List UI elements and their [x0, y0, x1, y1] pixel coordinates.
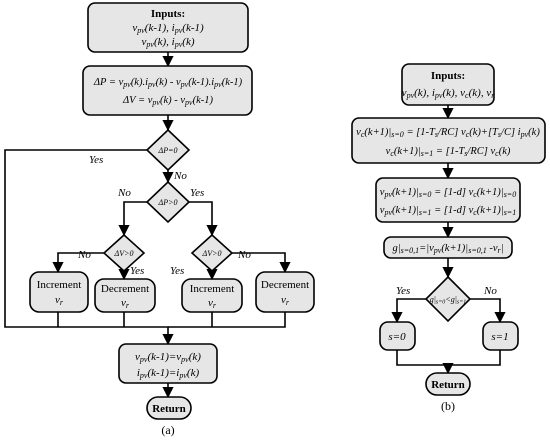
- inputs-title-b: Inputs:: [431, 70, 465, 82]
- update-box: vpv(k-1)=vpv(k) ipv(k-1)=ipv(k): [118, 343, 218, 384]
- dp-zero-label: ΔP=0: [158, 146, 178, 155]
- return-terminal-b: Return: [425, 372, 471, 396]
- vpv-s0-formula: vpv(k+1)|s=0 = [1-d] vc(k+1)|s=0: [380, 187, 516, 199]
- no-label-dv-left: No: [77, 249, 91, 261]
- increment-label-right: Increment: [190, 283, 235, 295]
- vr-label: vr: [121, 297, 130, 310]
- inputs-line2-a: vpv(k), ipv(k): [142, 36, 195, 49]
- increment-label-left: Increment: [37, 279, 82, 291]
- delta-v-formula: ΔV = vpv(k) - vpv(k-1): [122, 95, 213, 107]
- decrement-box-right: Decrement vr: [255, 271, 315, 313]
- decision-dp-zero: ΔP=0: [145, 128, 191, 172]
- yes-label-dp-positive: Yes: [190, 187, 204, 199]
- update-line1: vpv(k-1)=vpv(k): [135, 351, 201, 364]
- vr-label: vr: [281, 294, 290, 307]
- caption-a: (a): [161, 423, 174, 437]
- yes-label-b: Yes: [396, 285, 410, 297]
- flowchart-b: Inputs: vpv(k), ipv(k), vc(k), vr vc(k+1…: [351, 63, 546, 413]
- increment-box-left: Increment vr: [29, 271, 89, 313]
- decision-cost-compare: g|s=0<g|s=1: [424, 275, 472, 323]
- delta-computation-box: ΔP = vpv(k).ipv(k) - vpv(k-1).ipv(k-1) Δ…: [82, 65, 253, 116]
- no-label-dp-positive: No: [117, 187, 131, 199]
- dv-left-label: ΔV>0: [114, 249, 134, 258]
- inputs-line-b: vpv(k), ipv(k), vc(k), vr: [402, 87, 496, 100]
- return-label-b: Return: [431, 379, 465, 391]
- decision-dv-left: ΔV>0: [102, 233, 146, 273]
- increment-box-right: Increment vr: [181, 278, 243, 313]
- switch-on-box: s=1: [482, 321, 519, 351]
- inputs-title-a: Inputs:: [151, 8, 185, 20]
- decrement-box-left: Decrement vr: [94, 278, 156, 313]
- pv-voltage-box: vpv(k+1)|s=0 = [1-d] vc(k+1)|s=0 vpv(k+1…: [375, 177, 521, 223]
- dp-positive-label: ΔP>0: [158, 198, 178, 207]
- decision-dv-right: ΔV>0: [190, 233, 234, 273]
- inputs-box-a: Inputs: vpv(k-1), ipv(k-1) vpv(k), ipv(k…: [87, 2, 249, 53]
- dv-right-label: ΔV>0: [202, 249, 222, 258]
- delta-p-formula: ΔP = vpv(k).ipv(k) - vpv(k-1).ipv(k-1): [93, 77, 243, 89]
- yes-label-dv-right: Yes: [170, 265, 184, 277]
- cost-function-box: g|s=0,1=|vpv(k+1)|s=0,1 -vr|: [383, 236, 513, 259]
- vpv-s1-formula: vpv(k+1)|s=1 = [1-d] vc(k+1)|s=1: [380, 205, 516, 217]
- no-label-dv-right: No: [237, 249, 251, 261]
- switch-off-box: s=0: [379, 321, 416, 351]
- flowchart-a: Inputs: vpv(k-1), ipv(k-1) vpv(k), ipv(k…: [4, 2, 315, 437]
- connectors-b: [391, 105, 506, 375]
- s0-label: s=0: [388, 331, 406, 343]
- yes-label-dp-zero: Yes: [89, 154, 103, 166]
- vc-s1-formula: vc(k+1)|s=1 = [1-Ts/RC] vc(k): [386, 146, 511, 158]
- vr-label: vr: [208, 297, 217, 310]
- decrement-label-right: Decrement: [261, 279, 309, 291]
- vr-label: vr: [55, 294, 64, 307]
- inputs-line1-a: vpv(k-1), ipv(k-1): [132, 22, 204, 35]
- return-label-a: Return: [152, 403, 186, 415]
- decrement-label-left: Decrement: [101, 283, 149, 295]
- cost-formula: g|s=0,1=|vpv(k+1)|s=0,1 -vr|: [392, 243, 503, 255]
- s1-label: s=1: [491, 331, 508, 343]
- connectors-a: [4, 52, 291, 399]
- caption-b: (b): [441, 399, 455, 413]
- update-line2: ipv(k-1)=ipv(k): [137, 367, 200, 380]
- inputs-box-b: Inputs: vpv(k), ipv(k), vc(k), vr: [401, 63, 496, 106]
- capacitor-voltage-box: vc(k+1)|s=0 = [1-Ts/RC] vc(k)+[Ts/C] ipv…: [351, 117, 546, 164]
- vc-s0-formula: vc(k+1)|s=0 = [1-Ts/RC] vc(k)+[Ts/C] ipv…: [356, 127, 540, 139]
- decision-dp-positive: ΔP>0: [145, 180, 191, 224]
- cost-compare-label: g|s=0<g|s=1: [430, 295, 467, 306]
- no-label-b: No: [483, 285, 497, 297]
- return-terminal-a: Return: [146, 396, 192, 420]
- yes-label-dv-left: Yes: [130, 265, 144, 277]
- no-label-dp-zero: No: [173, 170, 187, 182]
